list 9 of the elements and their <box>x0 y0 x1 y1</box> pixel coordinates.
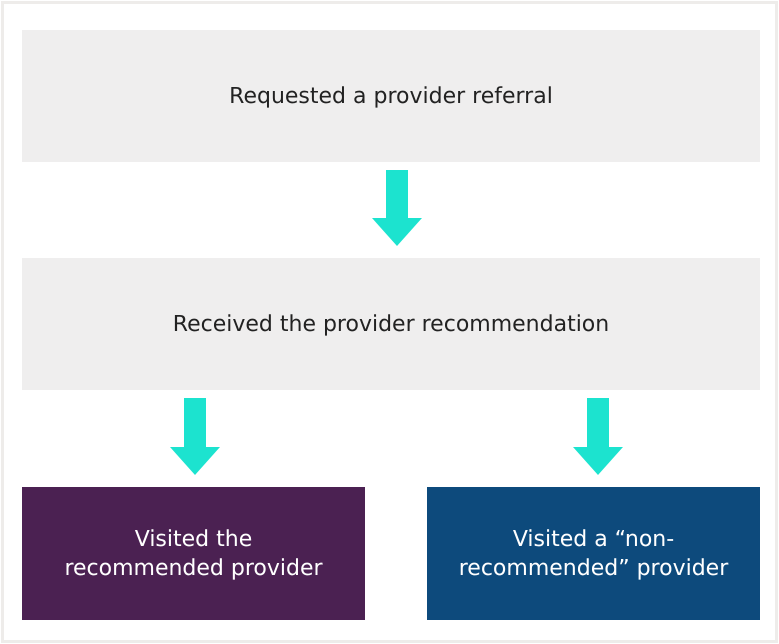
outcome-box <box>22 487 365 620</box>
node-label: Visited a “non-recommended” provider <box>458 526 730 582</box>
node-label: Received the provider recommendation <box>172 310 610 338</box>
arrow <box>573 398 623 475</box>
arrow <box>372 170 422 246</box>
node-label: Visited the recommended provider <box>63 526 324 582</box>
node-label: Requested a provider referral <box>229 82 553 110</box>
outcome-box <box>427 487 760 620</box>
arrow <box>170 398 220 475</box>
